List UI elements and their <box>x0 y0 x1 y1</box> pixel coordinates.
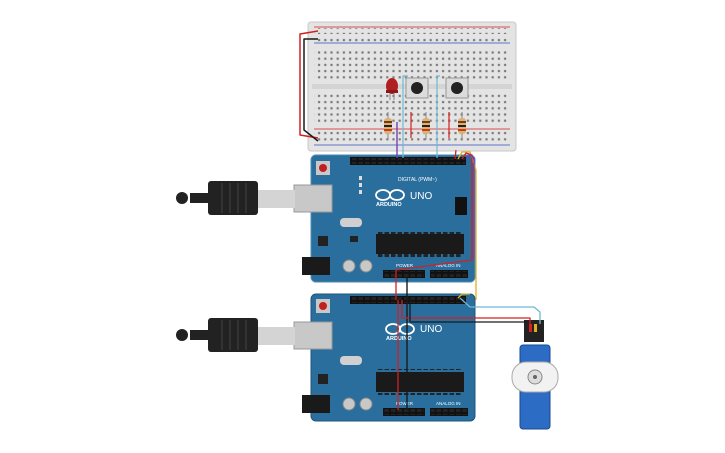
wire-red-power <box>395 152 473 300</box>
dc-jack-1 <box>302 257 330 275</box>
resistor-1[interactable] <box>384 112 392 140</box>
crystal-1 <box>340 218 362 227</box>
power-rail-bottom-b <box>314 138 510 144</box>
arduino-board-2[interactable]: ARDUINO UNO POWER ANALOG IN <box>293 293 476 422</box>
wire-rail-red <box>299 30 319 139</box>
terminal-strip-top <box>314 50 510 82</box>
crystal-2 <box>340 356 362 365</box>
power-label-2: POWER <box>396 401 414 406</box>
pushbutton-2[interactable] <box>445 77 469 99</box>
dc-jack-2 <box>302 395 330 413</box>
usb-cable-2[interactable] <box>176 318 295 352</box>
wire-servo-signal <box>459 297 541 324</box>
mcu-chip-1 <box>376 234 464 254</box>
micro-servo[interactable] <box>511 320 559 430</box>
model-label-1: UNO <box>410 191 432 202</box>
led[interactable] <box>386 78 398 100</box>
arduino-logo-1 <box>375 189 405 201</box>
power-rail-bottom-a <box>314 130 510 136</box>
pushbutton-1[interactable] <box>405 77 429 99</box>
mcu-chip-2 <box>376 372 464 392</box>
power-label-1: POWER <box>396 263 414 268</box>
digital-label-1: DIGITAL (PWM~) <box>398 177 437 183</box>
wire-rail-black <box>303 38 319 142</box>
usb-cable-1[interactable] <box>176 181 295 215</box>
wire-yellow-link <box>457 151 477 300</box>
analog-label-2: ANALOG IN <box>436 401 461 406</box>
wire-servo-power <box>401 300 531 324</box>
usb-port-2 <box>293 321 333 350</box>
wires <box>299 30 541 410</box>
resistor-2[interactable] <box>422 112 430 140</box>
usb-port-1 <box>293 184 333 213</box>
power-rail-top-b <box>314 36 510 42</box>
model-label-2: UNO <box>420 324 442 335</box>
brand-label-2: ARDUINO <box>386 336 412 342</box>
arduino-board-1[interactable]: DIGITAL (PWM~) ARDUINO UNO POWER ANALOG <box>293 154 476 283</box>
brand-label-1: ARDUINO <box>376 202 402 208</box>
wire-servo-ground <box>409 300 526 323</box>
wire-button1 <box>402 75 408 158</box>
wire-button2 <box>436 75 440 158</box>
analog-label-1: ANALOG IN <box>436 263 461 268</box>
resistor-3[interactable] <box>458 112 466 140</box>
power-rail-top-a <box>314 28 510 34</box>
